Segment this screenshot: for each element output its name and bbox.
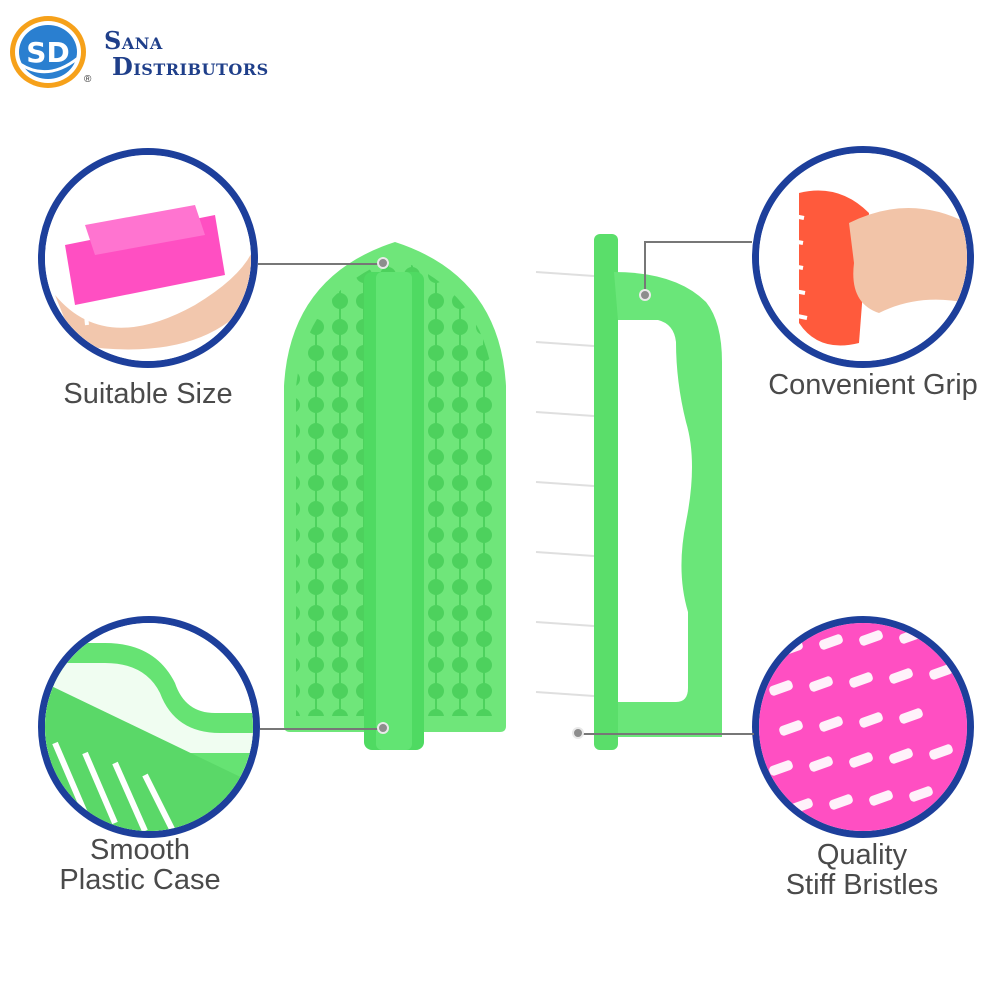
label-smooth-line-1: Smooth (90, 834, 190, 866)
pink-bristles-closeup-image (759, 623, 967, 831)
label-convenient-grip: Convenient Grip (768, 369, 978, 401)
leader-line-stiff-bristles (578, 733, 754, 735)
callout-dot-suitable-size (377, 257, 389, 269)
green-handle-closeup-image (45, 623, 253, 831)
label-suitable-size: Suitable Size (63, 378, 233, 410)
label-quality-line-2: Stiff Bristles (785, 869, 939, 902)
brush-side-image (532, 234, 722, 750)
label-quality-line-1: Quality (816, 839, 908, 871)
logo-rest-ana: ANA (121, 34, 163, 53)
orange-brush-hand-image (759, 153, 967, 361)
logo-line-1: SANA (104, 26, 163, 55)
callout-dot-stiff-bristles (572, 727, 584, 739)
detail-circle-suitable-size (38, 148, 258, 368)
label-smooth-case: Smooth Plastic Case (20, 835, 260, 896)
pink-brush-hand-image (45, 155, 251, 361)
logo-initial-s: S (104, 26, 122, 55)
callout-dot-convenient-grip (639, 289, 651, 301)
label-smooth-line-2: Plastic Case (59, 864, 221, 897)
brush-front-image (284, 242, 506, 750)
detail-circle-convenient-grip (752, 146, 974, 368)
label-stiff-bristles: Quality Stiff Bristles (742, 840, 982, 901)
callout-dot-smooth-case (377, 722, 389, 734)
leader-line-smooth-case (260, 728, 384, 730)
leader-line-suitable-size (258, 263, 382, 265)
detail-circle-stiff-bristles (752, 616, 974, 838)
logo-line-2: DISTRIBUTORS (112, 52, 269, 81)
detail-circle-smooth-case (38, 616, 260, 838)
logo-monogram: SD (26, 36, 69, 69)
leader-line-convenient-grip-v (644, 241, 646, 293)
logo-rest-distributors: ISTRIBUTORS (133, 60, 269, 79)
leader-line-convenient-grip-h (644, 241, 752, 243)
registered-mark: ® (84, 74, 92, 85)
logo-initial-d: D (112, 52, 134, 81)
sd-logo-icon: SD (10, 16, 86, 88)
brand-logo: SD ® SANA DISTRIBUTORS (6, 12, 276, 92)
